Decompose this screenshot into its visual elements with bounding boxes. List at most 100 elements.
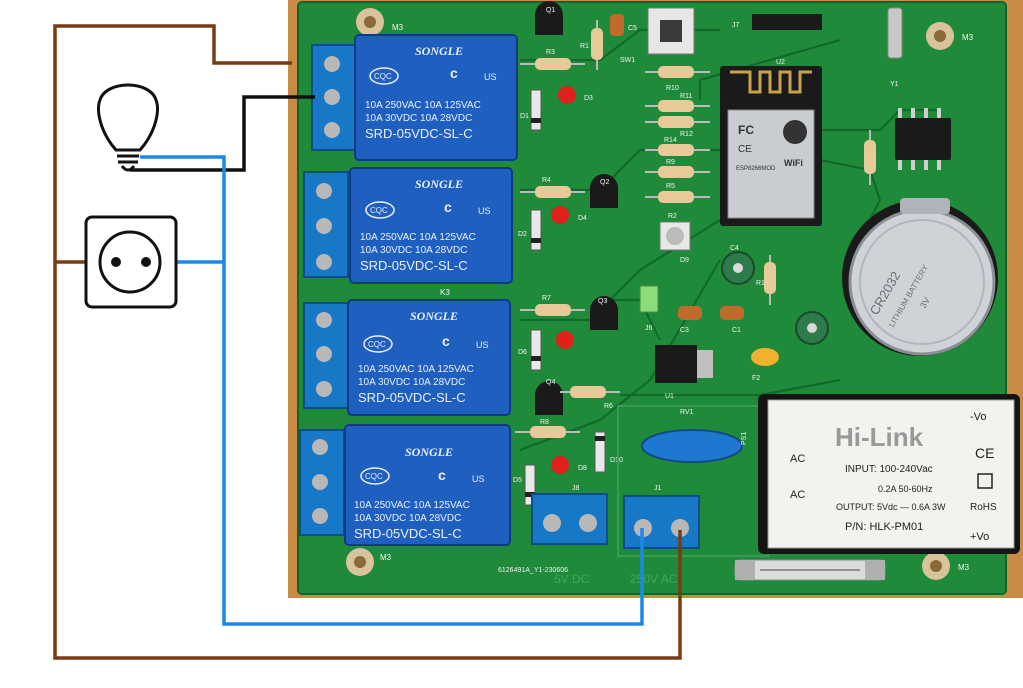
svg-text:P/N: HLK-PM01: P/N: HLK-PM01 <box>845 521 923 533</box>
relay-2-ul: c <box>444 199 452 215</box>
board-id: 6126491A_Y1-230606 <box>498 567 568 574</box>
svg-text:R3: R3 <box>546 49 555 56</box>
header-j7: J7 <box>732 14 822 30</box>
label-250v-ac: 250V AC <box>630 572 678 586</box>
svg-text:F2: F2 <box>752 375 760 382</box>
svg-text:D9: D9 <box>680 257 689 264</box>
terminal-j8-5v: J8 <box>531 485 608 545</box>
wire-black-lamp <box>130 95 315 172</box>
terminal-block-4 <box>299 429 345 536</box>
svg-text:R1: R1 <box>580 43 589 50</box>
svg-text:R8: R8 <box>540 419 549 426</box>
label-5v-dc: 5V DC <box>554 572 590 586</box>
relay-1-rating2: 10A 30VDC 10A 28VDC <box>365 113 472 124</box>
label-m3-bl: M3 <box>380 553 392 562</box>
relay-2-cqc-logo <box>365 201 395 219</box>
svg-text:WiFi: WiFi <box>784 158 803 168</box>
crystal-y1: Y1 <box>887 7 903 88</box>
label-m3-tr: M3 <box>962 33 974 42</box>
relay-4-cqc-logo <box>360 467 390 485</box>
svg-text:RoHS: RoHS <box>970 502 997 513</box>
relay-4-ul: c <box>438 467 446 483</box>
relay-3-rating2: 10A 30VDC 10A 28VDC <box>358 377 465 388</box>
svg-text:ESP8266MOD: ESP8266MOD <box>736 166 776 172</box>
relay-1-us: US <box>484 72 497 82</box>
svg-text:CE: CE <box>975 445 994 461</box>
svg-text:J8: J8 <box>572 485 580 492</box>
relay-2-rating1: 10A 250VAC 10A 125VAC <box>360 232 476 243</box>
svg-text:R12: R12 <box>680 131 693 138</box>
label-k3: K3 <box>440 288 450 297</box>
svg-text:+Vo: +Vo <box>970 531 989 543</box>
svg-text:INPUT: 100-240Vac: INPUT: 100-240Vac <box>845 464 933 475</box>
mounting-hole-top-right: M3 <box>926 22 974 50</box>
mounting-hole-bottom-left: M3 <box>346 548 392 576</box>
wire-brown-outer <box>53 24 682 660</box>
relay-terminal-blocks <box>299 44 357 536</box>
terminal-block-3 <box>303 302 349 409</box>
terminal-j1-250v: J1 <box>623 485 700 549</box>
svg-text:C1: C1 <box>732 327 741 334</box>
label-m3-br: M3 <box>958 563 970 572</box>
relay-1-brand: SONGLE <box>415 44 463 58</box>
ic-8pin <box>895 108 951 170</box>
hilink-power-module: Hi-Link AC AC INPUT: 100-240Vac 0.2A 50-… <box>758 394 1020 554</box>
svg-text:RV1: RV1 <box>680 409 694 416</box>
capacitors: C4 C3 C1 <box>678 245 829 345</box>
svg-text:D3: D3 <box>584 95 593 102</box>
relay-2-rating2: 10A 30VDC 10A 28VDC <box>360 245 467 256</box>
glass-fuse <box>734 559 886 581</box>
svg-text:0.2A 50-60Hz: 0.2A 50-60Hz <box>878 484 933 494</box>
svg-text:Q4: Q4 <box>546 379 555 386</box>
jumper-j6: J6 <box>639 285 659 332</box>
svg-text:R1: R1 <box>756 280 765 287</box>
relay-1-rating1: 10A 250VAC 10A 125VAC <box>365 100 481 111</box>
svg-text:3V: 3V <box>918 296 932 311</box>
svg-text:D8: D8 <box>578 465 587 472</box>
svg-text:Q2: Q2 <box>600 179 609 186</box>
svg-text:D10: D10 <box>610 457 623 464</box>
relay-2-brand: SONGLE <box>415 177 463 191</box>
svg-text:C4: C4 <box>730 245 739 252</box>
svg-text:PS1: PS1 <box>741 432 748 445</box>
svg-text:R10: R10 <box>666 85 679 92</box>
relay-3: SONGLE CQC c US 10A 250VAC 10A 125VAC 10… <box>347 299 511 416</box>
light-bulb-icon <box>97 83 159 172</box>
svg-text:Y1: Y1 <box>890 81 899 88</box>
svg-text:R14: R14 <box>664 137 677 144</box>
relay-4: SONGLE CQC c US 10A 250VAC 10A 125VAC 10… <box>344 424 511 546</box>
regulator-u1: U1 <box>655 345 713 400</box>
relay-1-cqc: CQC <box>374 72 392 81</box>
relay-2-model: SRD-05VDC-SL-C <box>360 258 468 273</box>
esp8266-module: U2 FC CE ESP8266MOD WiFi <box>720 59 822 226</box>
terminal-block-2 <box>303 171 349 278</box>
relay-3-us: US <box>476 340 489 350</box>
resistors: R3 R4 R7 R8 R6 R10 R11 R12 R14 R9 R5 R1 … <box>515 20 876 438</box>
svg-text:C3: C3 <box>680 327 689 334</box>
svg-text:R4: R4 <box>542 177 551 184</box>
relay-1-ul: c <box>450 65 458 81</box>
relay-4-model: SRD-05VDC-SL-C <box>354 526 462 541</box>
capacitor-c5: C5 <box>610 14 637 36</box>
svg-text:AC: AC <box>790 489 805 501</box>
label-m3-tl: M3 <box>392 23 404 32</box>
varistor-rv1: RV1 PS1 <box>641 409 748 463</box>
relay-1: SONGLE CQC c US 10A 250VAC 10A 125VAC 10… <box>354 34 518 161</box>
relay-3-cqc: CQC <box>368 340 386 349</box>
svg-text:Hi-Link: Hi-Link <box>835 422 924 452</box>
relay-4-us: US <box>472 474 485 484</box>
svg-text:R5: R5 <box>666 183 675 190</box>
svg-text:R7: R7 <box>542 295 551 302</box>
svg-text:R2: R2 <box>668 213 677 220</box>
svg-text:C5: C5 <box>628 25 637 32</box>
svg-text:R6: R6 <box>604 403 613 410</box>
relay-1-model: SRD-05VDC-SL-C <box>365 126 473 141</box>
relay-3-model: SRD-05VDC-SL-C <box>358 390 466 405</box>
svg-text:R9: R9 <box>666 159 675 166</box>
svg-text:U2: U2 <box>776 59 785 66</box>
mounting-hole-bottom-right: M3 <box>922 552 970 580</box>
relay-1-cqc-logo <box>369 67 399 85</box>
svg-text:D4: D4 <box>578 215 587 222</box>
svg-text:AC: AC <box>790 453 805 465</box>
svg-text:FC: FC <box>738 123 754 137</box>
